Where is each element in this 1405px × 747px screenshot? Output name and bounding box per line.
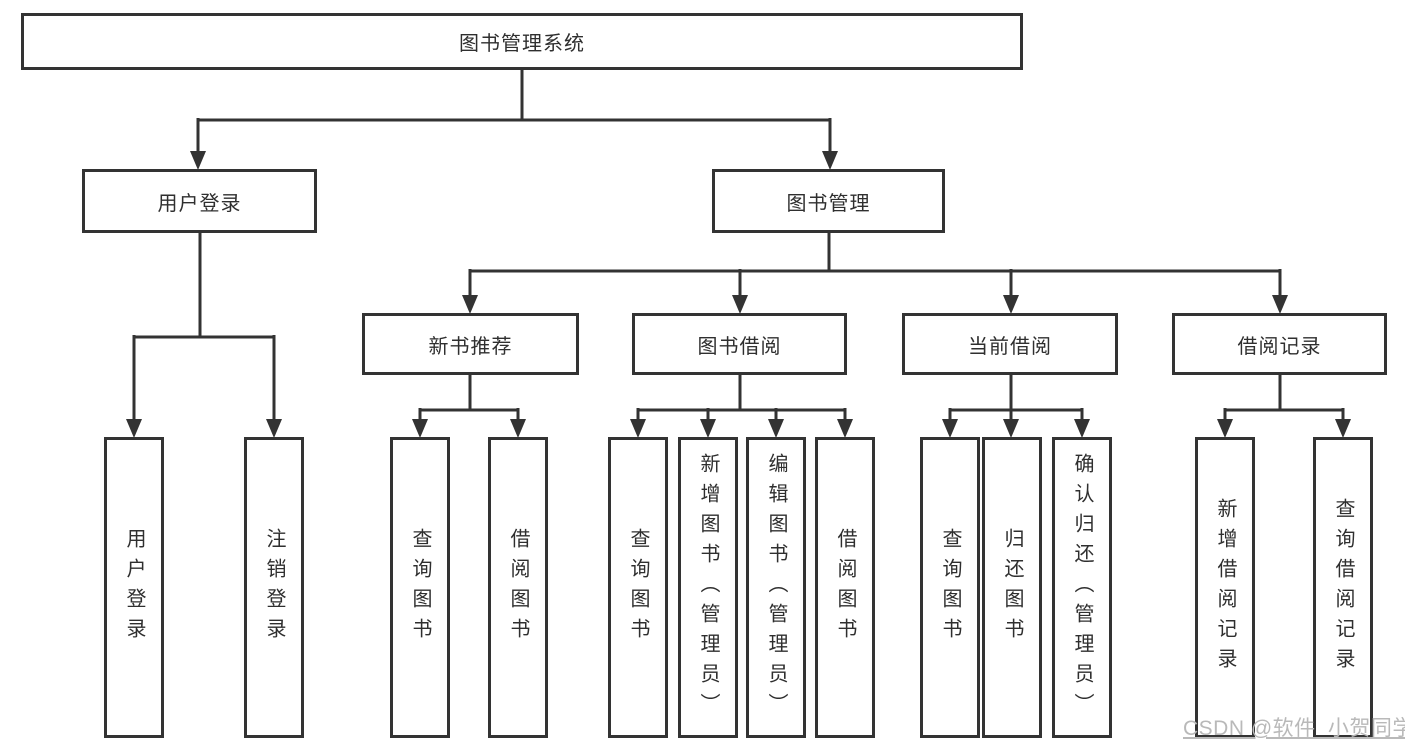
node-book-management: 图书管理	[712, 169, 945, 233]
node-current-borrow: 当前借阅	[902, 313, 1118, 375]
arrowheads	[126, 151, 1351, 438]
leaf-user-logout: 注销登录	[244, 437, 304, 738]
leaf-bb-edit-books-admin-label: 编辑图书（管理员）	[765, 452, 787, 723]
leaf-br-add-record-label: 新增借阅记录	[1214, 497, 1236, 678]
leaf-bb-query-books-label: 查询图书	[627, 527, 649, 648]
leaf-bb-edit-books-admin: 编辑图书（管理员）	[746, 437, 806, 738]
leaf-nb-borrow-books-label: 借阅图书	[507, 527, 529, 648]
csdn-watermark: CSDN @软件_小贺同学	[1183, 717, 1405, 740]
leaf-cb-confirm-return-admin-label: 确认归还（管理员）	[1071, 452, 1093, 723]
leaf-bb-query-books: 查询图书	[608, 437, 668, 738]
leaf-nb-query-books: 查询图书	[390, 437, 450, 738]
leaf-br-query-record-label: 查询借阅记录	[1332, 497, 1354, 678]
leaf-nb-borrow-books: 借阅图书	[488, 437, 548, 738]
node-book-borrow: 图书借阅	[632, 313, 847, 375]
leaf-user-login: 用户登录	[104, 437, 164, 738]
leaf-cb-query-books-label: 查询图书	[939, 527, 961, 648]
leaf-br-add-record: 新增借阅记录	[1195, 437, 1255, 738]
leaf-nb-query-books-label: 查询图书	[409, 527, 431, 648]
node-new-book-recommend: 新书推荐	[362, 313, 579, 375]
leaf-bb-borrow-books-label: 借阅图书	[834, 527, 856, 648]
leaf-br-query-record: 查询借阅记录	[1313, 437, 1373, 738]
node-borrow-records: 借阅记录	[1172, 313, 1387, 375]
leaf-cb-query-books: 查询图书	[920, 437, 980, 738]
leaf-bb-add-books-admin-label: 新增图书（管理员）	[697, 452, 719, 723]
leaf-cb-confirm-return-admin: 确认归还（管理员）	[1052, 437, 1112, 738]
leaf-user-login-label: 用户登录	[123, 527, 145, 648]
leaf-bb-borrow-books: 借阅图书	[815, 437, 875, 738]
node-root: 图书管理系统	[21, 13, 1023, 70]
node-user-login: 用户登录	[82, 169, 317, 233]
leaf-cb-return-books: 归还图书	[982, 437, 1042, 738]
leaf-bb-add-books-admin: 新增图书（管理员）	[678, 437, 738, 738]
leaf-user-logout-label: 注销登录	[263, 527, 285, 648]
leaf-cb-return-books-label: 归还图书	[1001, 527, 1023, 648]
